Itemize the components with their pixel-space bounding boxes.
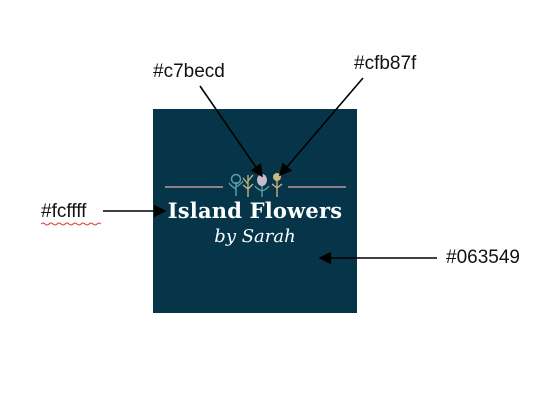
callout-text-color: #fcffff (41, 201, 87, 222)
logo-title: Island Flowers (167, 198, 343, 223)
purple-flower-icon (254, 174, 270, 197)
callout-gold-color: #cfb87f (354, 53, 417, 74)
spellcheck-underline (41, 222, 101, 226)
callout-background-color: #063549 (446, 247, 520, 268)
teal-flower-icon (228, 173, 244, 196)
logo-background (153, 109, 357, 313)
gold-flower-icon (271, 173, 283, 197)
logo-subtitle: by Sarah (214, 226, 296, 247)
gold-sprig-icon (242, 174, 254, 197)
callout-purple-color: #c7becd (153, 61, 225, 82)
arrow-to-purple-flower (199, 85, 263, 178)
flower-bouquet-icon (228, 173, 283, 197)
arrow-to-gold-flower (278, 77, 364, 177)
